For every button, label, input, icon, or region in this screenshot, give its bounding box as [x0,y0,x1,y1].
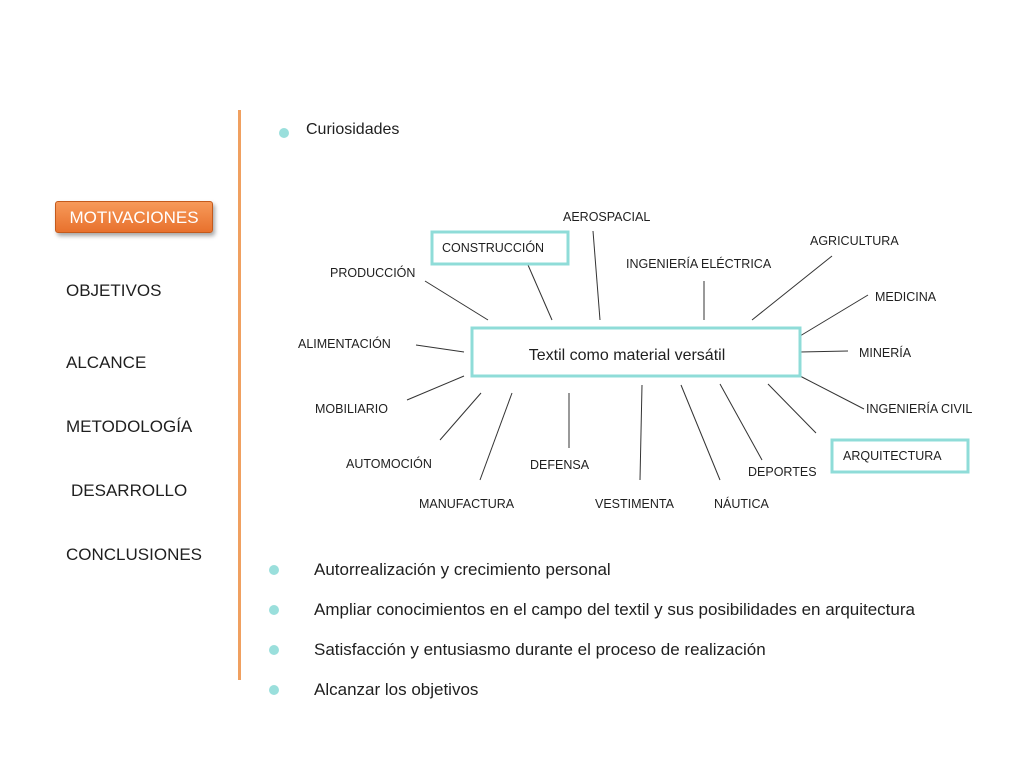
connector-aerospacial [592,230,601,321]
bullet-dot-icon [269,645,279,655]
node-deportes: DEPORTES [748,465,817,479]
connector-alimentacion [415,344,465,353]
node-construccion: CONSTRUCCIÓN [442,240,544,255]
bullet-item: Ampliar conocimientos en el campo del te… [314,600,915,619]
bullet-dot-icon [269,605,279,615]
bullet-item: Alcanzar los objetivos [314,680,479,699]
arquitectura-node-box [830,438,970,474]
vertical-divider [238,110,241,680]
nav-item-desarrollo[interactable]: DESARROLLO [71,481,188,500]
node-produccion: PRODUCCIÓN [330,265,415,280]
connector-agricultura [751,255,833,321]
bullet-item: Autorrealización y crecimiento personal [314,560,611,579]
connector-manufactura [479,392,513,481]
node-defensa: DEFENSA [530,458,590,472]
connector-arquitectura [767,383,817,434]
connector-vestimenta [639,384,643,481]
construccion-node-box [430,230,570,266]
bullet-dot-icon [269,565,279,575]
connector-construccion [527,264,553,321]
nav-item-motivaciones[interactable]: MOTIVACIONES [55,201,213,233]
connector-nautica [680,384,721,481]
center-node-box [470,326,802,378]
node-agricultura: AGRICULTURA [810,234,899,248]
node-ingenieria-civil: INGENIERÍA CIVIL [866,401,972,416]
connector-mobiliario [406,375,465,401]
node-aerospacial: AEROSPACIAL [563,210,650,224]
node-vestimenta: VESTIMENTA [595,497,675,511]
bullet-dot-icon [269,685,279,695]
node-nautica: NÁUTICA [714,496,770,511]
node-alimentacion: ALIMENTACIÓN [298,336,391,351]
connector-medicina [799,294,869,337]
node-manufactura: MANUFACTURA [419,497,515,511]
node-ingenieria-electrica: INGENIERÍA ELÉCTRICA [626,256,772,271]
nav-item-conclusiones[interactable]: CONCLUSIONES [66,545,203,564]
connector-ingenieria-civil [799,375,865,410]
bullet-dot-icon [279,128,289,138]
center-node-label: Textil como material versátil [529,347,726,364]
node-mobiliario: MOBILIARIO [315,402,388,416]
node-mineria: MINERÍA [859,345,912,360]
curiosidades-heading: Curiosidades [306,121,400,138]
bullet-item: Satisfacción y entusiasmo durante el pro… [314,640,766,659]
node-arquitectura: ARQUITECTURA [843,449,942,463]
node-medicina: MEDICINA [875,290,937,304]
node-automocion: AUTOMOCIÓN [346,456,432,471]
nav-item-objetivos[interactable]: OBJETIVOS [66,281,162,300]
nav-item-alcance[interactable]: ALCANCE [66,353,147,372]
nav-item-metodologia[interactable]: METODOLOGÍA [66,417,193,436]
connector-deportes [719,383,763,461]
connector-automocion [439,392,482,441]
connector-mineria [799,350,849,353]
connector-produccion [424,280,489,321]
